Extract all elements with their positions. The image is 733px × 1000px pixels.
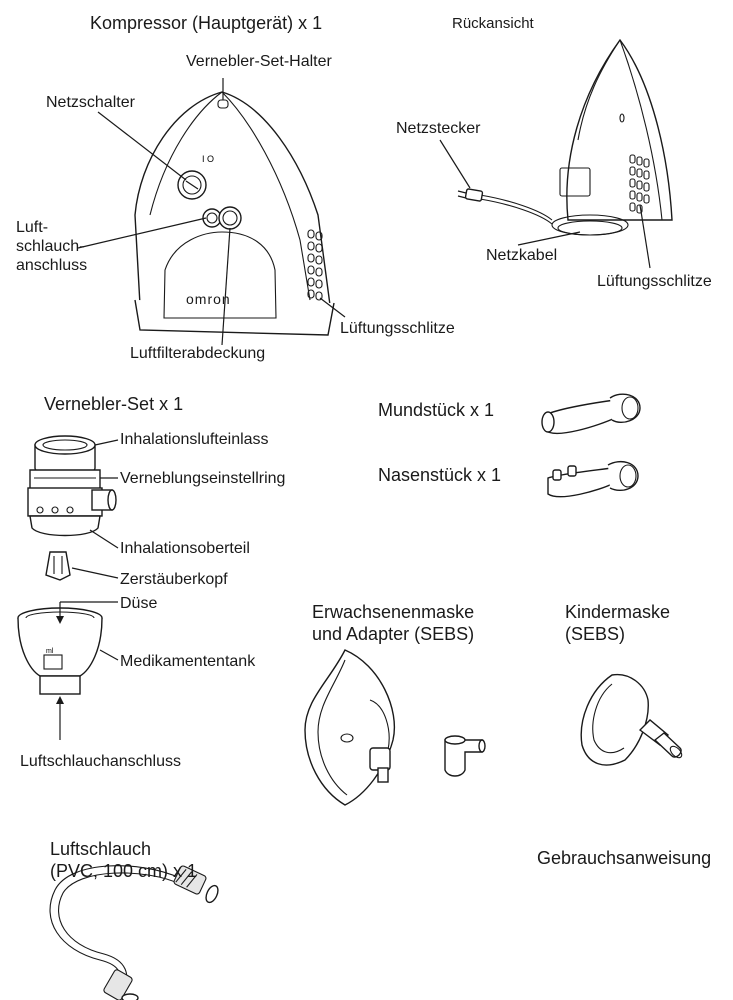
adjust-ring-label: Verneblungseinstellring — [120, 469, 285, 488]
air-tube-title: Luftschlauch (PVC, 100 cm) x 1 — [50, 838, 197, 882]
rear-view-illustration — [440, 40, 672, 268]
compressor-title: Kompressor (Hauptgerät) x 1 — [90, 12, 322, 34]
mouthpiece-title: Mundstück x 1 — [378, 399, 494, 421]
power-switch-label: Netzschalter — [46, 93, 135, 112]
medication-tank-label: Medikamententank — [120, 652, 255, 671]
nosepiece-illustration — [548, 462, 638, 497]
nebulizer-set-illustration: ml — [18, 436, 118, 740]
nebulizer-set-title: Vernebler-Set x 1 — [44, 393, 183, 415]
svg-text:ml: ml — [46, 648, 54, 655]
inhalation-inlet-label: Inhalationslufteinlass — [120, 430, 269, 449]
tube-connector-label: Luftschlauchanschluss — [20, 752, 181, 771]
air-filter-cover-label: Luftfilterabdeckung — [130, 344, 265, 363]
holder-label: Vernebler-Set-Halter — [186, 52, 332, 71]
svg-text:I O: I O — [202, 154, 214, 164]
rear-vents-label: Lüftungsschlitze — [597, 272, 712, 291]
nozzle-label: Düse — [120, 594, 157, 613]
omron-logo: omron — [186, 290, 231, 309]
mouthpiece-illustration — [542, 394, 640, 433]
rear-view-title: Rückansicht — [452, 14, 534, 33]
inhalation-top-label: Inhalationsoberteil — [120, 539, 250, 558]
manual-title: Gebrauchsanweisung — [537, 847, 733, 869]
atomizer-head-label: Zerstäuberkopf — [120, 570, 228, 589]
child-mask-title: Kindermaske (SEBS) — [565, 601, 670, 645]
child-mask-illustration — [581, 675, 684, 765]
plug-label: Netzstecker — [396, 119, 480, 138]
compressor-vents-label: Lüftungsschlitze — [340, 319, 455, 338]
nosepiece-title: Nasenstück x 1 — [378, 464, 501, 486]
air-tube-connector-label: Luft- schlauch- anschluss — [16, 218, 87, 275]
adult-mask-title: Erwachsenenmaske und Adapter (SEBS) — [312, 601, 474, 645]
adult-mask-illustration — [305, 650, 485, 805]
air-tube-illustration — [50, 865, 220, 1000]
cord-label: Netzkabel — [486, 246, 557, 265]
